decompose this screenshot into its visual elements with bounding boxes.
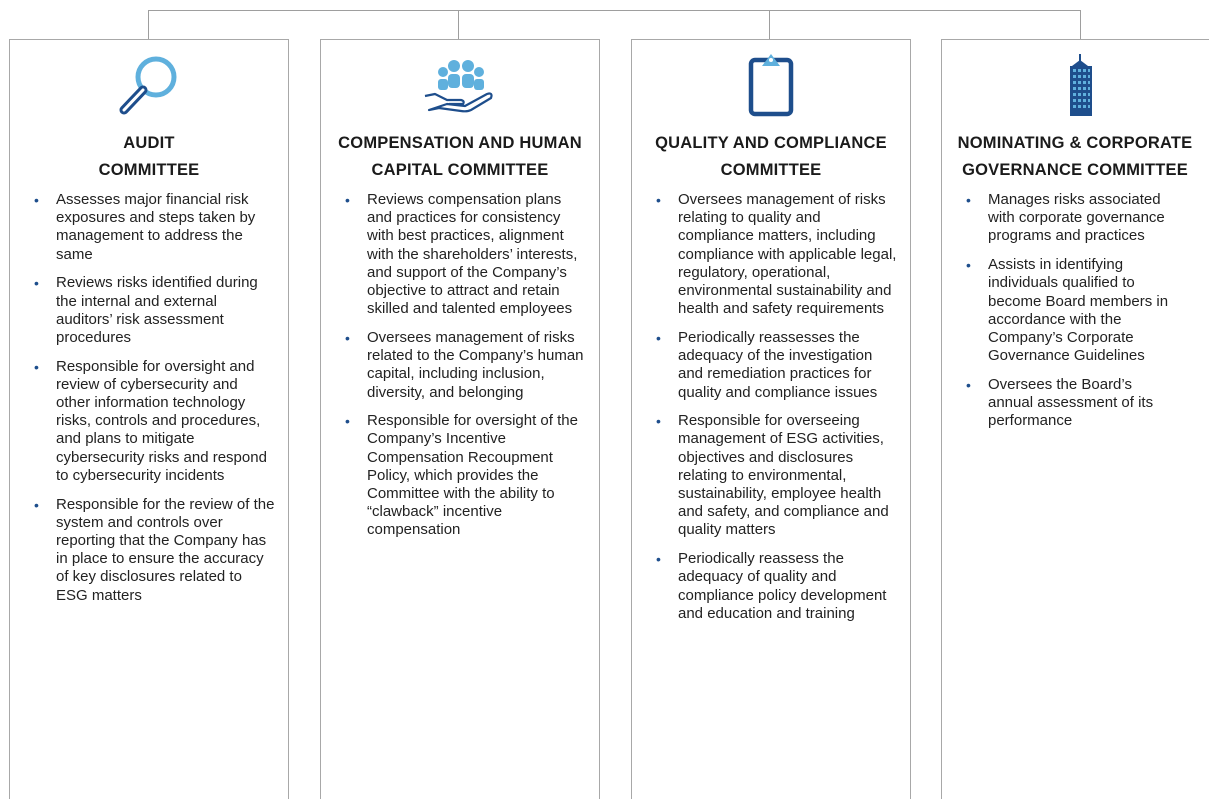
list-item: Responsible for oversight and review of … bbox=[10, 358, 288, 485]
people-in-hand-icon bbox=[321, 54, 599, 116]
list-item: Reviews compensation plans and practices… bbox=[321, 191, 599, 318]
responsibility-list: Manages risks associated with corporate … bbox=[942, 191, 1190, 441]
list-item: Reviews risks identified during the inte… bbox=[10, 274, 288, 347]
list-item: Periodically reassesses the adequacy of … bbox=[632, 329, 910, 402]
nominating-committee-panel: NOMINATING & CORPORATE GOVERNANCE COMMIT… bbox=[941, 39, 1209, 799]
connector-compensation bbox=[458, 10, 459, 39]
list-item: Assesses major financial risk exposures … bbox=[10, 191, 288, 264]
responsibility-list: Reviews compensation plans and practices… bbox=[321, 191, 599, 550]
committee-title: AUDIT COMMITTEE bbox=[98, 134, 200, 179]
list-item: Assists in identifying individuals quali… bbox=[942, 256, 1190, 365]
committee-title: COMPENSATION AND HUMAN CAPITAL COMMITTEE bbox=[338, 134, 582, 179]
list-item: Oversees management of risks relating to… bbox=[632, 191, 910, 318]
connector-horizontal-line bbox=[148, 10, 1081, 11]
responsibility-list: Oversees management of risks relating to… bbox=[632, 191, 910, 633]
connector-quality bbox=[769, 10, 770, 39]
office-building-icon bbox=[942, 54, 1209, 116]
list-item: Oversees the Board’s annual assessment o… bbox=[942, 376, 1190, 431]
clipboard-icon bbox=[632, 54, 910, 117]
quality-committee-panel: QUALITY AND COMPLIANCE COMMITTEE Oversee… bbox=[631, 39, 911, 799]
list-item: Periodically reassess the adequacy of qu… bbox=[632, 550, 910, 623]
audit-committee-panel: AUDIT COMMITTEE Assesses major financial… bbox=[9, 39, 289, 799]
committee-title: NOMINATING & CORPORATE GOVERNANCE COMMIT… bbox=[957, 134, 1193, 179]
list-item: Oversees management of risks related to … bbox=[321, 329, 599, 402]
responsibility-list: Assesses major financial risk exposures … bbox=[10, 191, 288, 615]
list-item: Responsible for oversight of the Company… bbox=[321, 412, 599, 539]
magnifying-glass-icon bbox=[10, 54, 288, 116]
committee-title: QUALITY AND COMPLIANCE COMMITTEE bbox=[655, 134, 887, 179]
list-item: Manages risks associated with corporate … bbox=[942, 191, 1190, 246]
list-item: Responsible for overseeing management of… bbox=[632, 412, 910, 539]
list-item: Responsible for the review of the system… bbox=[10, 496, 288, 605]
connector-audit bbox=[148, 10, 149, 39]
compensation-committee-panel: COMPENSATION AND HUMAN CAPITAL COMMITTEE… bbox=[320, 39, 600, 799]
connector-nominating bbox=[1080, 10, 1081, 39]
